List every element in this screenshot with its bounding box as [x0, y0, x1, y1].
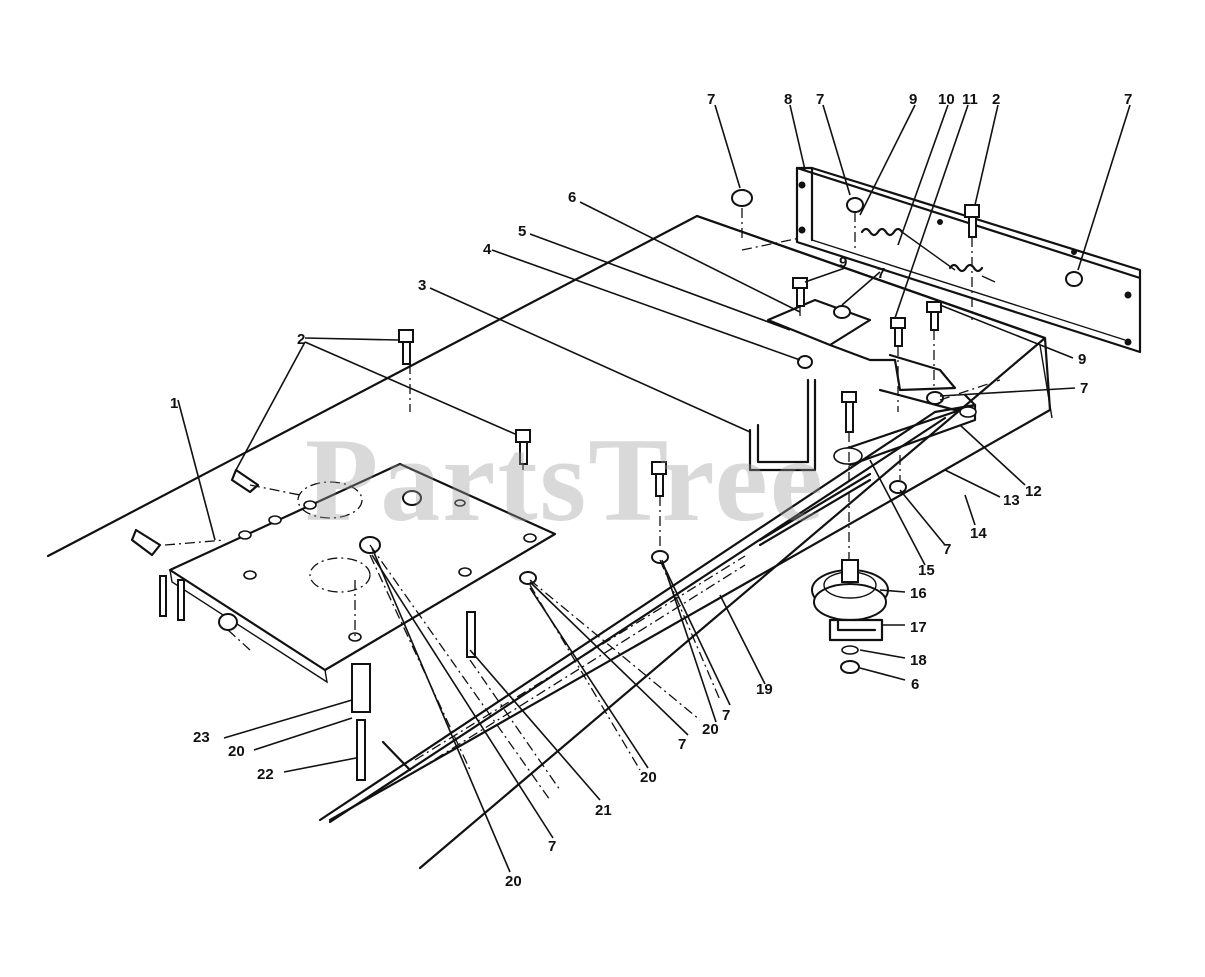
deck-plate — [46, 214, 1053, 870]
bolts — [351, 204, 980, 781]
callout-7: 7 — [678, 736, 686, 753]
stud-22-23 — [351, 663, 371, 781]
callout-7: 7 — [943, 541, 951, 558]
callout-9: 9 — [1078, 351, 1086, 368]
mounting-plate — [168, 462, 557, 684]
callout-3: 3 — [418, 277, 426, 294]
rod — [748, 378, 817, 472]
stud-21 — [466, 611, 476, 658]
callout-labels: 1 2 2 3 4 5 6 6 7 7 7 7 7 7 7 7 7 7 8 9 … — [170, 91, 1132, 890]
spring — [860, 227, 996, 283]
callout-7: 7 — [877, 265, 885, 282]
callout-20: 20 — [702, 721, 719, 738]
callout-13: 13 — [1003, 492, 1020, 509]
bolt-2-upper-left — [398, 329, 414, 365]
pulley-bracket — [828, 618, 884, 642]
left-hardware — [130, 468, 260, 621]
callout-20: 20 — [505, 873, 522, 890]
callout-7: 7 — [722, 707, 730, 724]
callout-7: 7 — [816, 91, 824, 108]
callout-9: 9 — [909, 91, 917, 108]
callout-15: 15 — [918, 562, 935, 579]
lower-leaders — [371, 547, 731, 873]
callout-7: 7 — [1124, 91, 1132, 108]
idler-bracket — [766, 298, 977, 412]
callout-23: 23 — [193, 729, 210, 746]
bolt-9-b — [890, 317, 906, 347]
callout-18: 18 — [910, 652, 927, 669]
watermark-text: PartsTree — [305, 413, 825, 546]
idler-arm — [833, 403, 977, 467]
callout-7: 7 — [1080, 380, 1088, 397]
callout-2: 2 — [992, 91, 1000, 108]
callout-10: 10 — [938, 91, 955, 108]
callout-8: 8 — [784, 91, 792, 108]
guide-rod — [318, 403, 977, 824]
callout-19: 19 — [756, 681, 773, 698]
callout-6: 6 — [568, 189, 576, 206]
bolt-9-c — [926, 301, 942, 331]
callout-2: 2 — [297, 331, 305, 348]
bolt-9-a — [792, 277, 808, 307]
leader-lines — [177, 104, 1131, 773]
callout-7: 7 — [548, 838, 556, 855]
rear-brace — [795, 166, 1142, 354]
callout-6: 6 — [911, 676, 919, 693]
pulley — [811, 559, 889, 621]
callout-9: 9 — [839, 254, 847, 271]
callout-12: 12 — [1025, 483, 1042, 500]
callout-7: 7 — [707, 91, 715, 108]
callout-14: 14 — [970, 525, 987, 542]
callout-17: 17 — [910, 619, 927, 636]
callout-11: 11 — [962, 91, 978, 108]
callout-1: 1 — [170, 395, 178, 412]
washer-nut — [840, 645, 860, 674]
callout-21: 21 — [595, 802, 612, 819]
callout-4: 4 — [483, 241, 492, 258]
callout-16: 16 — [910, 585, 927, 602]
callout-5: 5 — [518, 223, 526, 240]
callout-20: 20 — [640, 769, 657, 786]
bolt-2-brace — [964, 204, 980, 238]
bolt-15 — [841, 391, 857, 433]
callout-22: 22 — [257, 766, 274, 783]
callout-20: 20 — [228, 743, 245, 760]
